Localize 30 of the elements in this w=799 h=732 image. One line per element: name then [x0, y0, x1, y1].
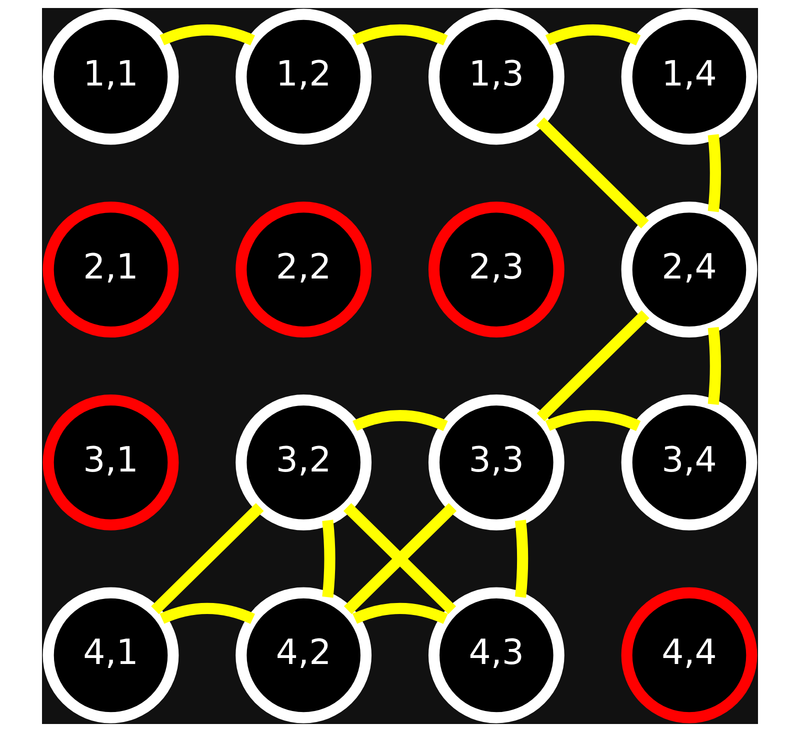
- connector: [352, 410, 448, 432]
- connector: [536, 117, 648, 228]
- connector: [159, 602, 254, 624]
- node-circle: 3,1: [42, 394, 178, 530]
- node-circle: 2,1: [42, 202, 178, 338]
- node-circle: 2,2: [235, 202, 372, 338]
- node-circle: 3,2: [235, 394, 372, 530]
- node-circle: 2,4: [620, 202, 757, 338]
- connector: [536, 310, 649, 422]
- connector: [159, 24, 254, 46]
- node-circle: 2,3: [428, 202, 564, 338]
- node-circle: 3,4: [620, 394, 757, 530]
- connector: [545, 410, 640, 432]
- connector: [514, 520, 528, 598]
- connector: [352, 602, 448, 624]
- node-circle: 1,3: [428, 8, 564, 145]
- connector: [352, 24, 448, 46]
- node-circle: 4,2: [235, 587, 372, 724]
- connector: [707, 327, 720, 405]
- node-circle: 4,4: [620, 587, 757, 724]
- connector: [322, 520, 335, 598]
- node-circle: 4,1: [42, 587, 178, 724]
- node-circle: 3,3: [428, 394, 564, 530]
- connector: [150, 503, 264, 614]
- node-circle: 1,2: [235, 8, 372, 145]
- connector: [545, 24, 640, 46]
- node-circle: 1,4: [620, 8, 757, 145]
- node-circle: 4,3: [428, 587, 564, 724]
- connector: [707, 134, 720, 212]
- node-circle: 1,1: [42, 8, 178, 145]
